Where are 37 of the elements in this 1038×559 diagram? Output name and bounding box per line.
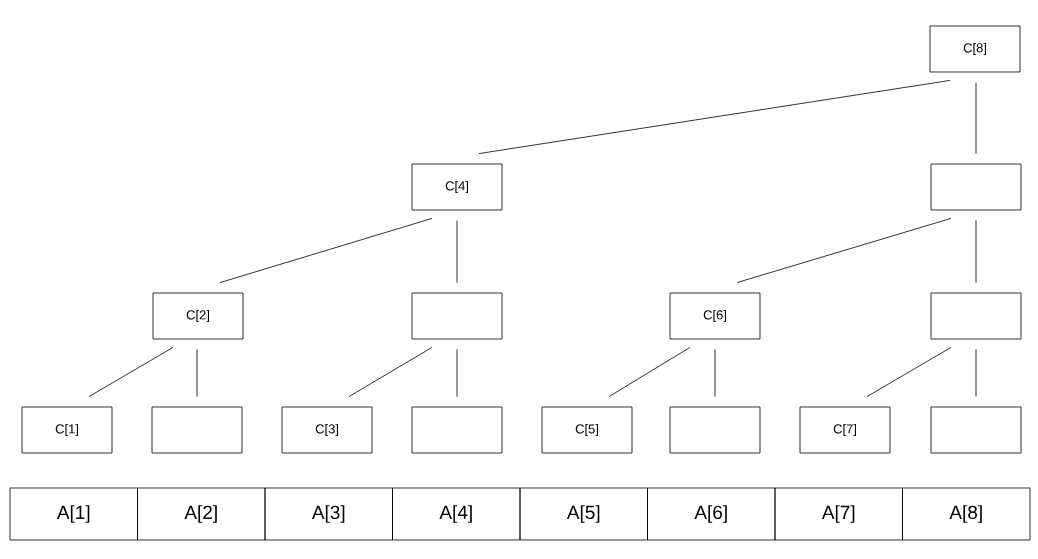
diagonal-line bbox=[736, 218, 952, 283]
empty-box bbox=[411, 292, 503, 340]
labeled-box: C[7] bbox=[799, 406, 891, 454]
empty-box bbox=[669, 406, 761, 454]
diagonal-line bbox=[866, 347, 952, 397]
vertical-line bbox=[975, 82, 977, 154]
vertical-line bbox=[714, 349, 716, 397]
empty-box bbox=[930, 163, 1022, 211]
diagonal-line bbox=[478, 80, 951, 154]
diagonal-line bbox=[88, 347, 174, 397]
labeled-box: C[4] bbox=[411, 163, 503, 211]
labeled-box: C[6] bbox=[669, 292, 761, 340]
diagonal-line bbox=[608, 347, 691, 397]
table-cell: A[6] bbox=[647, 487, 776, 541]
empty-box bbox=[930, 406, 1022, 454]
table-cell: A[3] bbox=[264, 487, 393, 541]
empty-box bbox=[411, 406, 503, 454]
labeled-box: C[1] bbox=[21, 406, 113, 454]
labeled-box: C[3] bbox=[281, 406, 373, 454]
diagonal-line bbox=[219, 218, 433, 283]
empty-box bbox=[930, 292, 1022, 340]
labeled-box: C[2] bbox=[152, 292, 244, 340]
vertical-line bbox=[456, 349, 458, 397]
table-cell: A[2] bbox=[137, 487, 266, 541]
vertical-line bbox=[975, 220, 977, 283]
vertical-line bbox=[456, 220, 458, 283]
vertical-line bbox=[975, 349, 977, 397]
labeled-box: C[8] bbox=[929, 25, 1021, 73]
empty-box bbox=[151, 406, 243, 454]
table-cell: A[7] bbox=[774, 487, 903, 541]
labeled-box: C[5] bbox=[541, 406, 633, 454]
table-cell: A[8] bbox=[902, 487, 1031, 541]
table-cell: A[4] bbox=[392, 487, 521, 541]
table-cell: A[1] bbox=[9, 487, 138, 541]
diagonal-line bbox=[348, 347, 433, 397]
table-cell: A[5] bbox=[519, 487, 648, 541]
vertical-line bbox=[196, 349, 198, 397]
